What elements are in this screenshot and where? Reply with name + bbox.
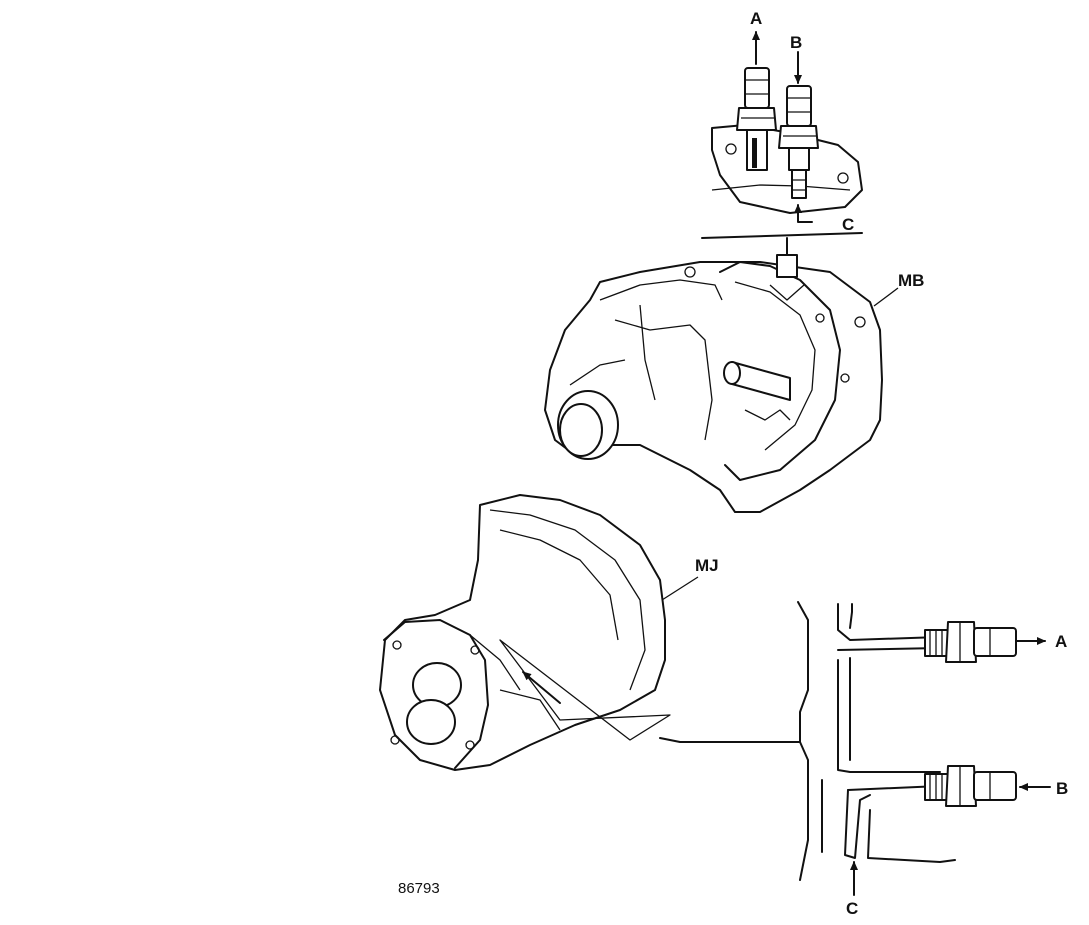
label-top-b: B [790,33,802,52]
gearbox-mj [379,494,671,771]
leader-mb [873,287,899,307]
detail-section-view [797,601,1051,896]
leader-mj [661,576,699,601]
leader-c [794,204,813,223]
vent-union-b [778,85,819,199]
detail-vent-union-b [924,765,1017,807]
gearbox-mb [544,254,883,513]
top-inset [701,31,863,263]
detail-vent-union-a [924,621,1017,663]
label-mb: MB [898,271,924,290]
label-detail-c: C [846,899,858,918]
detail-connector [659,737,801,743]
label-top-a: A [750,9,762,28]
inset-divider [701,232,863,239]
figure-number: 86793 [398,880,440,897]
label-mj: MJ [695,556,719,575]
vent-union-a [736,67,777,171]
label-detail-b: B [1056,779,1068,798]
label-detail-a: A [1055,632,1067,651]
label-top-c: C [842,215,854,234]
